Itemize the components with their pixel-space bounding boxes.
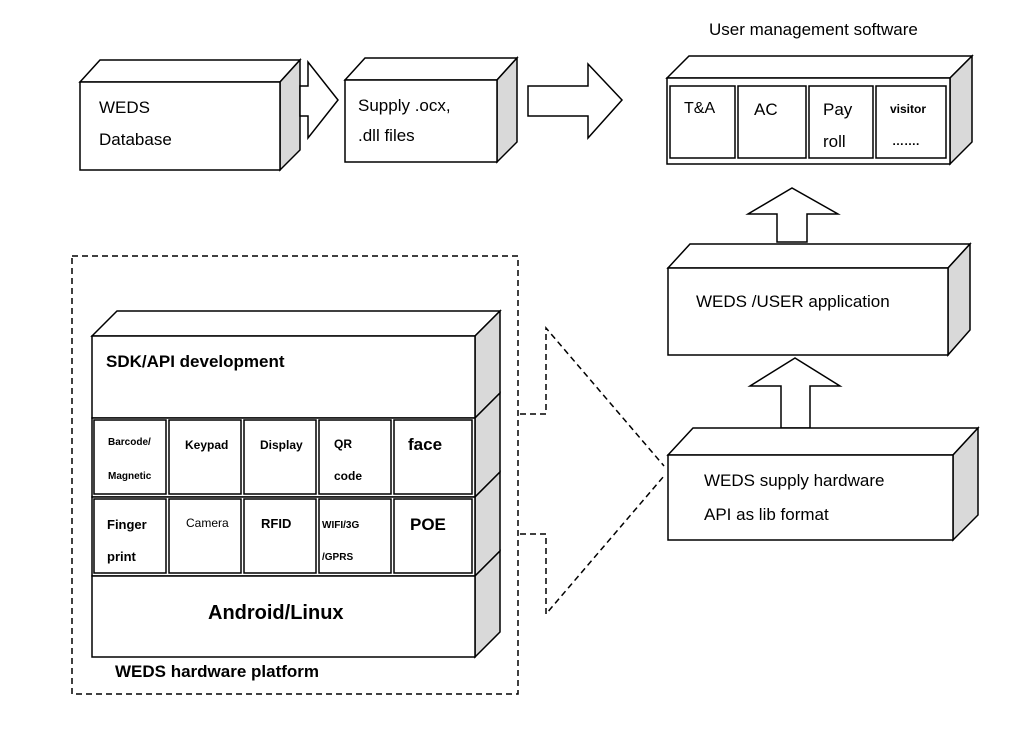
module-poe: POE (410, 515, 446, 534)
software-box (665, 54, 974, 166)
module-qr-line1: QR (334, 437, 352, 451)
database-box (78, 58, 302, 172)
module-ac: AC (754, 100, 778, 119)
supply-label-line1: Supply .ocx, (358, 96, 451, 115)
module-face: face (408, 435, 443, 454)
module-qr-line2: code (334, 469, 363, 483)
user-app-box (666, 242, 972, 357)
module-display: Display (260, 438, 303, 452)
os-label: Android/Linux (208, 602, 344, 624)
module-wifi-line2: /GPRS (322, 552, 354, 563)
arrow-api-to-app (747, 357, 843, 429)
dashed-connector-bottom (520, 475, 665, 617)
module-wifi-line1: WIFI/3G (322, 520, 360, 531)
module-visitor-line1: visitor (890, 102, 927, 116)
module-visitor-line2: ……. (892, 134, 920, 148)
user-app-label: WEDS /USER application (696, 292, 890, 311)
software-title: User management software (709, 20, 918, 39)
module-rfid: RFID (261, 516, 292, 531)
hardware-api-line2: API as lib format (704, 505, 829, 524)
hardware-api-line1: WEDS supply hardware (704, 471, 885, 490)
database-label-line2: Database (99, 130, 172, 149)
module-ta: T&A (684, 100, 716, 117)
module-payroll-line2: roll (823, 132, 846, 151)
supply-box (343, 56, 519, 164)
hardware-api-box (666, 426, 980, 542)
module-fingerprint-line2: print (107, 549, 136, 564)
module-barcode-line1: Barcode/ (108, 437, 151, 448)
database-label-line1: WEDS (99, 98, 150, 117)
module-layer-2 (91, 470, 501, 578)
arrow-db-to-supply (299, 59, 339, 141)
module-layer-1 (91, 391, 501, 499)
supply-label-line2: .dll files (358, 126, 415, 145)
module-barcode-line2: Magnetic (108, 471, 152, 482)
module-camera: Camera (186, 516, 229, 530)
module-keypad: Keypad (185, 438, 229, 452)
dashed-connector-top (520, 325, 665, 467)
platform-dashed-frame (71, 255, 519, 695)
module-fingerprint-line1: Finger (107, 517, 147, 532)
sdk-layer (90, 309, 502, 420)
module-payroll-line1: Pay (823, 100, 853, 119)
sdk-label: SDK/API development (106, 352, 285, 371)
platform-caption: WEDS hardware platform (115, 662, 320, 681)
arrow-app-to-software (745, 187, 841, 243)
os-layer (91, 549, 501, 659)
arrow-supply-to-software (527, 62, 624, 140)
